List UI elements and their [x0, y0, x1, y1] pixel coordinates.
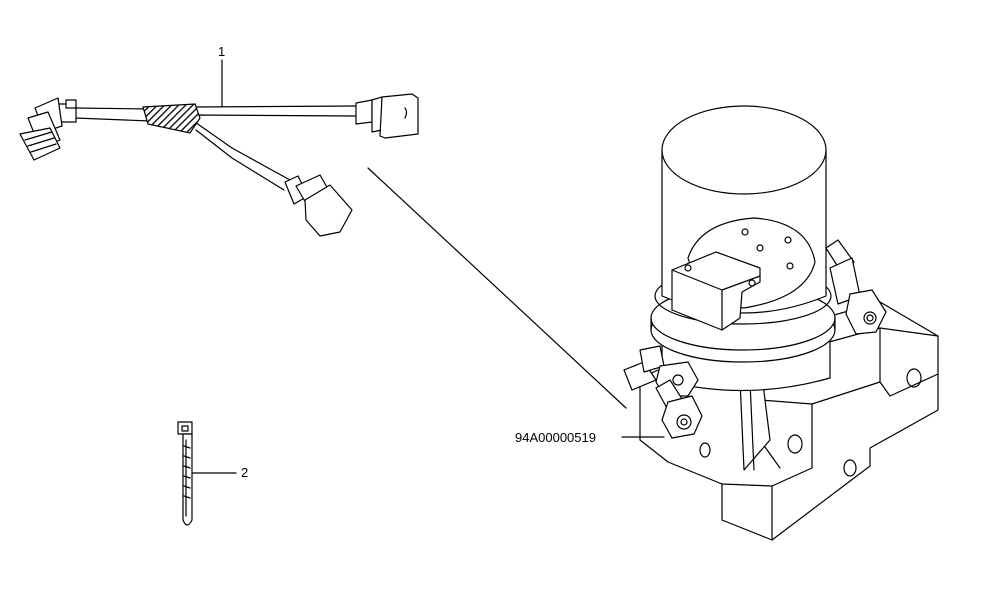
right-connector — [355, 93, 419, 139]
splice-sleeve — [142, 103, 201, 134]
part-number-callout: 94A00000519 — [515, 430, 596, 445]
branch-connector — [284, 174, 353, 237]
callout-1: 1 — [218, 44, 225, 59]
lubrication-pump[interactable] — [623, 105, 939, 541]
lower-front-fitting — [655, 379, 703, 439]
angled-connector — [19, 97, 77, 161]
wire-harness[interactable] — [19, 93, 419, 237]
callout-2: 2 — [241, 465, 248, 480]
cable-tie[interactable] — [177, 421, 193, 526]
harness-to-pump-leader — [367, 167, 627, 409]
right-outlet-fitting — [825, 239, 887, 335]
